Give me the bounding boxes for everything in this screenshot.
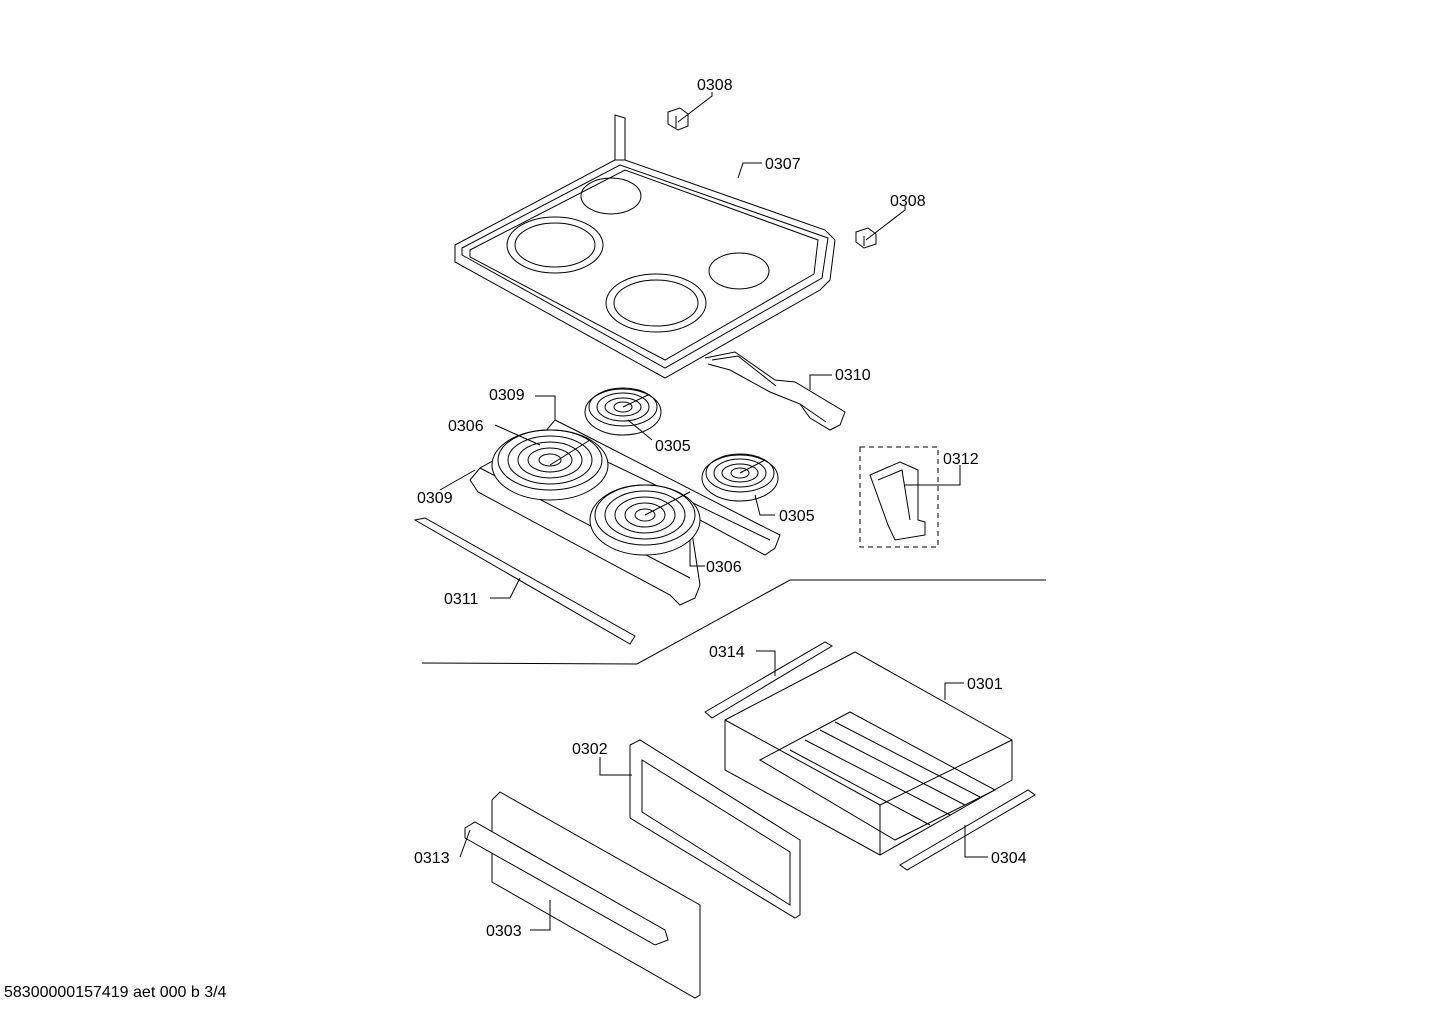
bracket-0308-right (855, 227, 877, 249)
rail-0314 (704, 641, 833, 719)
callout-0304: 0304 (991, 850, 1027, 867)
callout-0306-bottom: 0306 (706, 559, 742, 576)
callout-0312: 0312 (943, 451, 979, 468)
callout-0308-right: 0308 (890, 193, 926, 210)
callout-0309-bottom: 0309 (417, 490, 453, 507)
drawer-front (464, 791, 701, 999)
drawer-frame (629, 739, 801, 919)
bracket-0308-top (667, 107, 689, 131)
callout-0305-top: 0305 (655, 438, 691, 455)
document-footer: 58300000157419 aet 000 b 3/4 (4, 984, 227, 1001)
callout-0302: 0302 (572, 741, 608, 758)
wiring-harness (704, 351, 846, 431)
callout-0305-right: 0305 (779, 508, 815, 525)
callout-0314: 0314 (709, 644, 745, 661)
callout-leaders (439, 92, 988, 931)
callout-0311: 0311 (444, 591, 479, 608)
burner-0305-right (701, 453, 779, 502)
callout-0307: 0307 (765, 156, 801, 173)
callout-0301: 0301 (967, 676, 1003, 693)
callout-0306-top: 0306 (448, 418, 484, 435)
burner-0306-large (491, 429, 609, 501)
callout-0313: 0313 (414, 850, 450, 867)
trim-strip (413, 517, 636, 645)
callout-0309-top: 0309 (489, 387, 525, 404)
rail-0304 (899, 789, 1036, 871)
switch-0312 (859, 446, 939, 548)
drawer-box (724, 651, 1013, 856)
separator-line (421, 579, 1046, 665)
cooktop-glass (454, 114, 836, 379)
burner-0306-front (589, 484, 701, 556)
burner-0305-small (584, 387, 662, 436)
callout-0308-top: 0308 (697, 77, 733, 94)
callout-0310: 0310 (835, 367, 871, 384)
callout-0303: 0303 (486, 923, 522, 940)
